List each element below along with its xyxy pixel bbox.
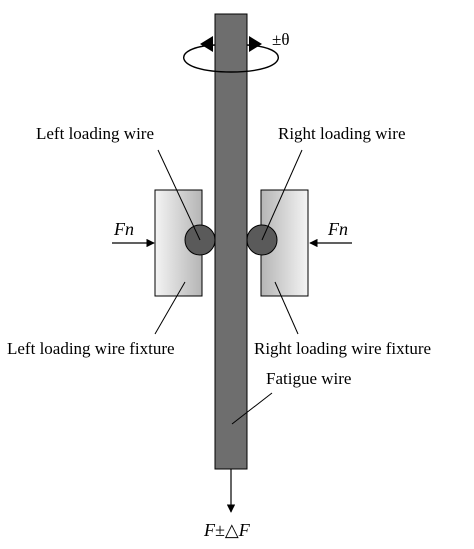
leader-left-wire — [157, 149, 201, 241]
leader-left-fixture — [154, 281, 186, 335]
rotation-label: ±θ — [272, 30, 289, 49]
rotation-arrowhead-left-icon — [200, 36, 213, 52]
rotation-arrowhead-right-icon — [249, 36, 262, 52]
leader-right-fixture — [274, 281, 299, 335]
left-wire-label: Left loading wire — [36, 124, 154, 143]
right-force-label: Fn — [327, 219, 348, 239]
right-wire-label: Right loading wire — [278, 124, 405, 143]
leader-right-wire — [261, 149, 303, 241]
leader-fatigue-wire — [231, 392, 273, 425]
rotation-arc — [183, 44, 279, 73]
fatigue-wire-label: Fatigue wire — [266, 369, 351, 388]
left-force-label: Fn — [113, 219, 134, 239]
right-fixture-label: Right loading wire fixture — [254, 339, 431, 358]
fatigue-wire — [214, 13, 248, 470]
axial-load-label: F±△F — [203, 520, 251, 540]
left-fixture-label: Left loading wire fixture — [7, 339, 175, 358]
